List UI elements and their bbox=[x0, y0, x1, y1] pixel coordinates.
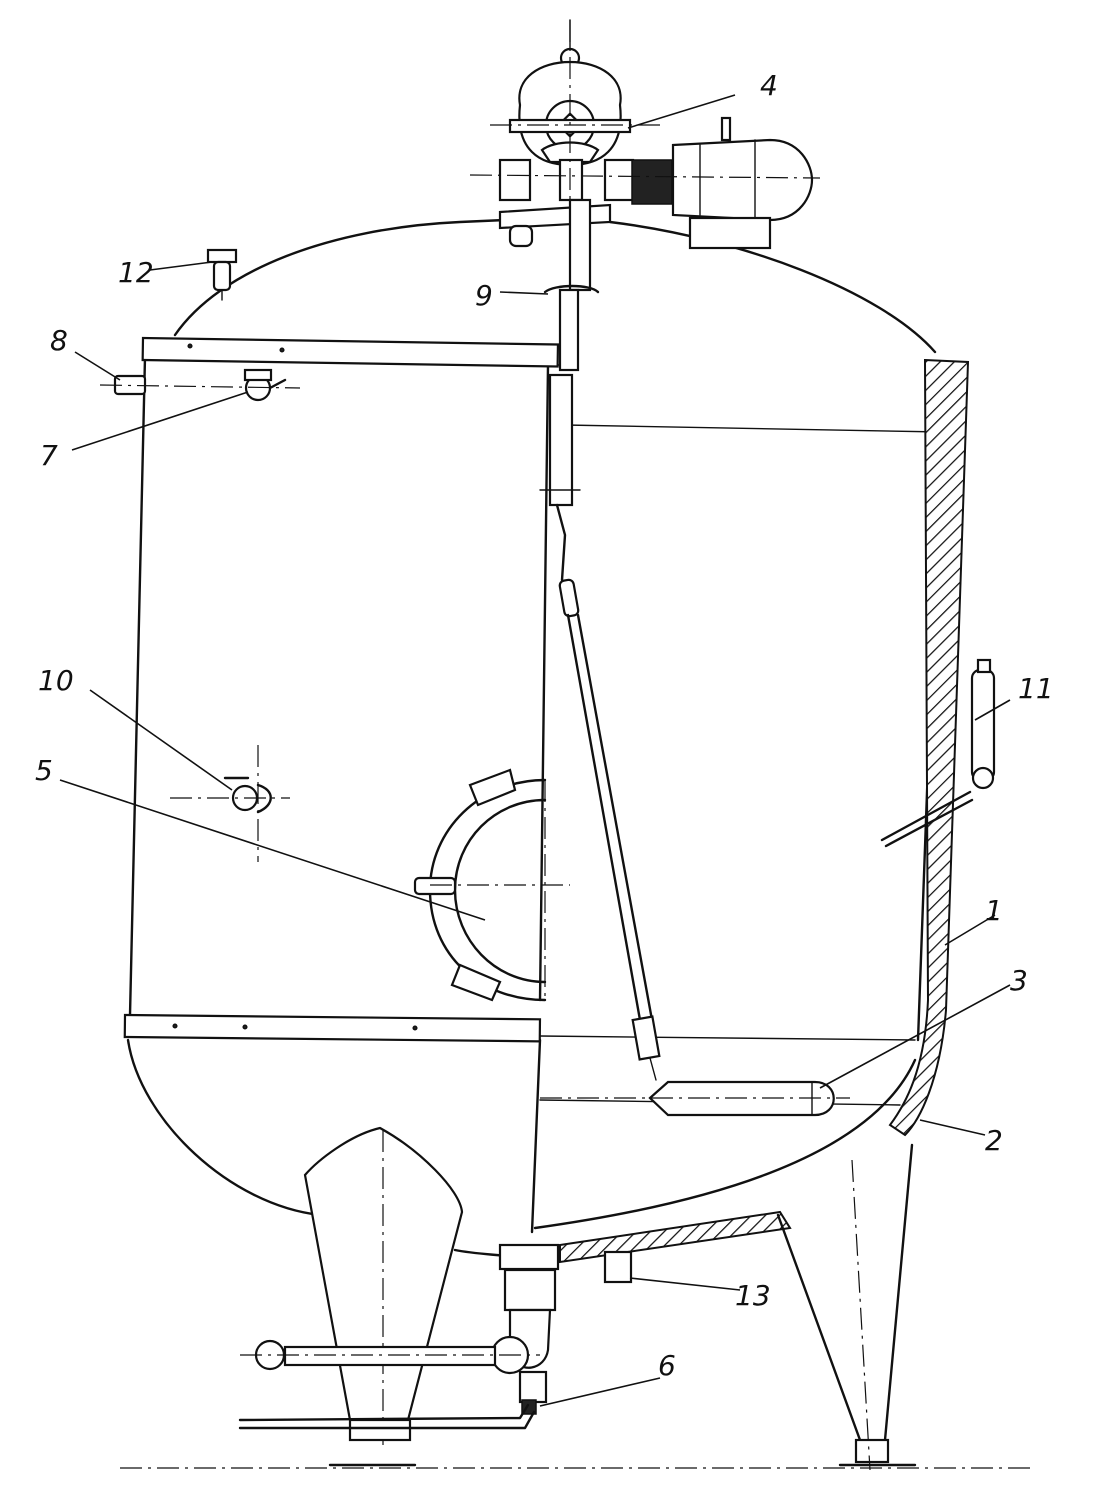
callout-labels: 1 2 3 4 5 6 7 8 9 10 11 12 13 bbox=[35, 69, 1054, 1382]
drive-assembly bbox=[469, 19, 821, 250]
left-support-leg bbox=[303, 1126, 464, 1467]
thermometer bbox=[880, 658, 996, 848]
callout-12: 12 bbox=[118, 256, 154, 289]
callout-13: 13 bbox=[735, 1279, 771, 1312]
lower-band bbox=[123, 1013, 542, 1043]
callout-3: 3 bbox=[1010, 964, 1028, 997]
callout-7: 7 bbox=[40, 439, 58, 472]
agitator-shaft bbox=[539, 198, 661, 1081]
propeller bbox=[540, 1080, 850, 1117]
callout-1: 1 bbox=[985, 894, 1003, 927]
manhole-hatch bbox=[413, 768, 570, 1002]
top-fittings bbox=[99, 248, 301, 402]
callout-11: 11 bbox=[1018, 672, 1054, 705]
drain-assembly bbox=[238, 1243, 633, 1430]
upper-band bbox=[141, 336, 560, 368]
sample-valve bbox=[170, 745, 290, 862]
right-support-leg bbox=[776, 1143, 917, 1471]
callout-9: 9 bbox=[475, 279, 493, 312]
callout-2: 2 bbox=[985, 1124, 1003, 1157]
callout-8: 8 bbox=[50, 324, 68, 357]
callout-6: 6 bbox=[658, 1349, 676, 1382]
insulation-jacket bbox=[559, 358, 970, 1264]
callout-4: 4 bbox=[760, 69, 778, 102]
callout-10: 10 bbox=[38, 664, 74, 697]
callout-leaders bbox=[59, 94, 1011, 1407]
callout-5: 5 bbox=[35, 754, 53, 787]
